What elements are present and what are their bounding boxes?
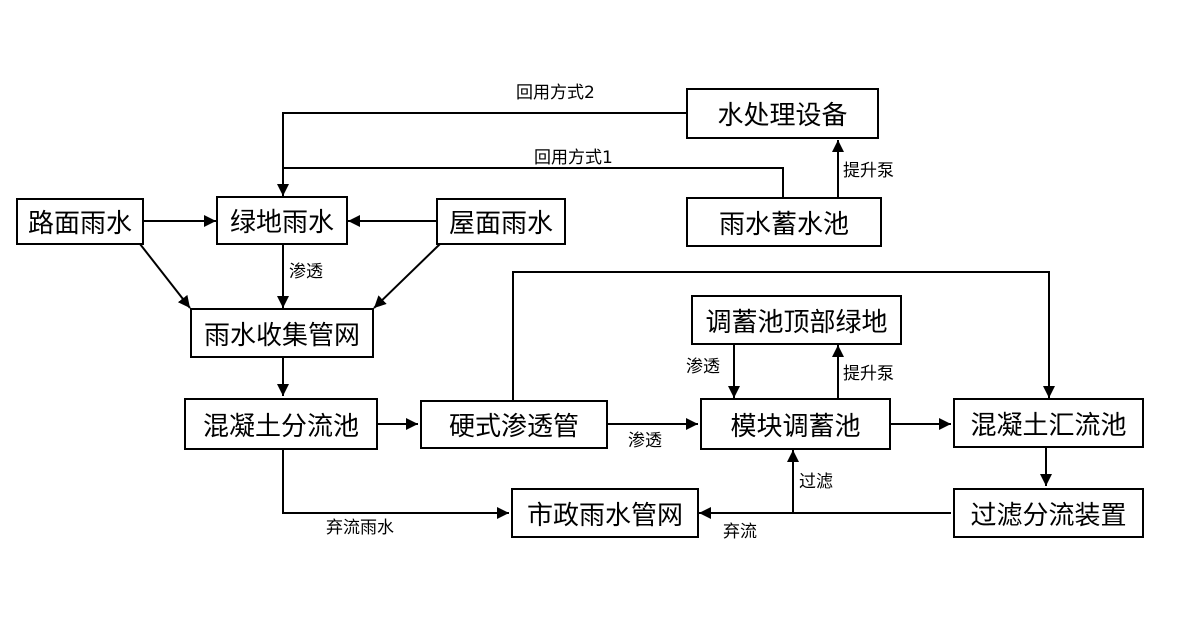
arrow-pipe-to-confluence [512, 271, 1055, 400]
node-modular-storage-tank: 模块调蓄池 [700, 398, 891, 450]
label-reuse-mode-1: 回用方式1 [534, 148, 613, 168]
node-rainwater-cistern: 雨水蓄水池 [686, 197, 882, 247]
label-discarded-rainwater: 弃流雨水 [326, 518, 394, 538]
line-cistern-reuse-1 [283, 167, 784, 197]
node-municipal-network: 市政雨水管网 [511, 488, 699, 538]
node-water-treatment: 水处理设备 [686, 88, 879, 139]
node-filter-diversion-device: 过滤分流装置 [953, 488, 1144, 538]
arrow-diversion-to-municipal [282, 450, 509, 519]
label-discarded: 弃流 [723, 522, 757, 542]
node-storage-roof-green: 调蓄池顶部绿地 [691, 295, 902, 345]
label-lift-pump-top: 提升泵 [843, 161, 894, 181]
arrow-road-to-collection [139, 243, 191, 309]
label-lift-pump-mid: 提升泵 [843, 364, 894, 384]
node-green-rainwater: 绿地雨水 [216, 196, 348, 245]
node-concrete-confluence-tank: 混凝土汇流池 [953, 398, 1144, 448]
arrow-roof-to-collection [373, 243, 441, 309]
label-infiltration-roof: 渗透 [686, 357, 720, 377]
node-collection-network: 雨水收集管网 [190, 308, 374, 358]
label-infiltration-pipe: 渗透 [628, 431, 662, 451]
node-road-rainwater: 路面雨水 [16, 198, 144, 245]
label-reuse-mode-2: 回用方式2 [516, 83, 595, 103]
node-hard-infiltration-pipe: 硬式渗透管 [420, 400, 608, 449]
node-roof-rainwater: 屋面雨水 [436, 198, 566, 245]
arrow-treatment-to-green [277, 112, 686, 196]
node-concrete-diversion-tank: 混凝土分流池 [184, 398, 378, 450]
label-infiltration-green: 渗透 [289, 262, 323, 282]
label-filtration: 过滤 [799, 472, 833, 492]
